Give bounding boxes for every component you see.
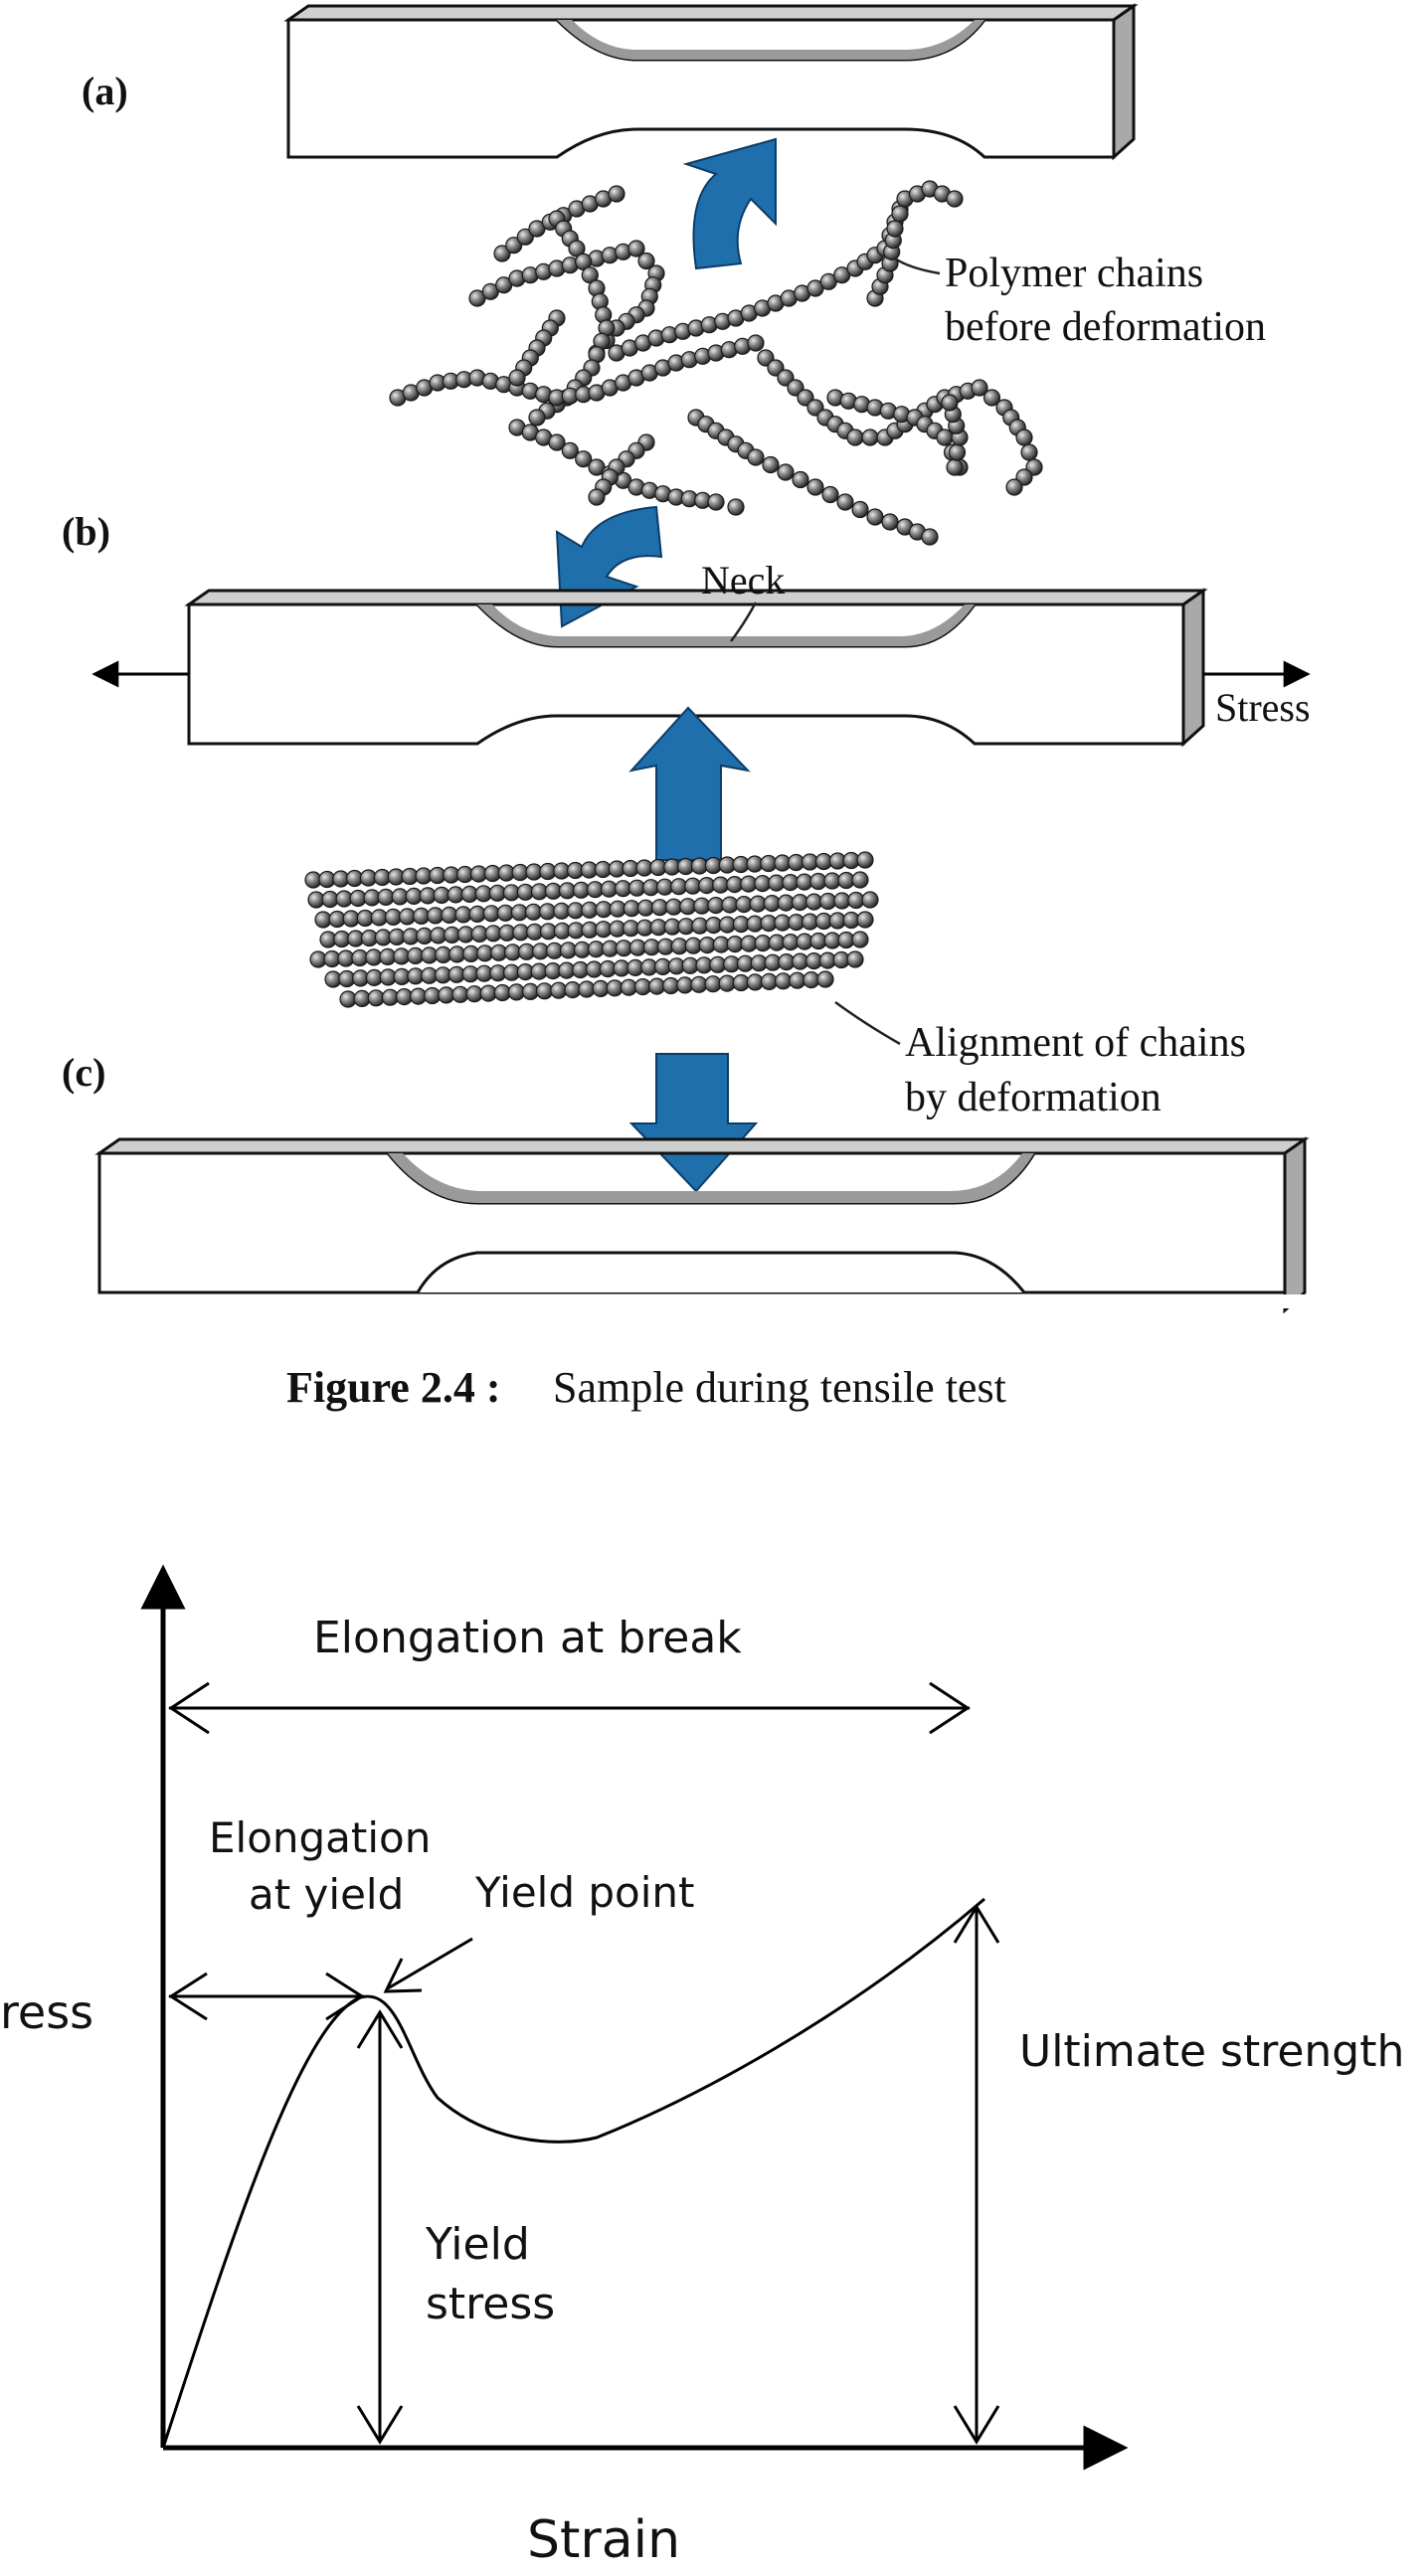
specimen-b — [184, 588, 1208, 748]
label-y-axis: ress — [0, 1985, 93, 2039]
label-yield-stress-1: Yield — [425, 2219, 530, 2270]
chain-bead — [777, 463, 795, 481]
label-ultimate-strength: Ultimate strength — [1019, 2026, 1404, 2077]
chain-bead — [971, 379, 988, 397]
chain-bead — [493, 245, 511, 262]
chain-bead — [846, 950, 864, 968]
aligned-polymer-chains — [304, 851, 879, 1008]
panel-label-b: (b) — [62, 509, 110, 554]
chain-bead — [881, 513, 899, 531]
chain-bead — [774, 972, 793, 990]
chain-bead — [856, 911, 874, 929]
blue-arrow-4 — [628, 1053, 759, 1193]
chain-bead — [747, 334, 765, 352]
label-elongation-yield-1: Elongation — [209, 1813, 431, 1862]
chain-bead — [821, 485, 839, 504]
chain-bead — [806, 478, 824, 496]
chain-bead — [861, 429, 879, 446]
chain-bead — [707, 493, 725, 511]
stress-strain-curve — [161, 1897, 985, 2449]
label-elongation-break: Elongation at break — [313, 1613, 742, 1663]
chain-bead — [561, 441, 579, 459]
chain-bead — [851, 931, 869, 948]
chain-bead — [851, 500, 869, 519]
chain-bead — [528, 409, 546, 427]
label-alignment-2: by deformation — [905, 1075, 1161, 1120]
chain-bead — [535, 982, 554, 1000]
blue-arrow-3 — [628, 706, 751, 861]
chain-bead — [588, 488, 606, 506]
chain-bead — [608, 185, 625, 203]
label-polymer-chains-1: Polymer chains — [945, 251, 1203, 296]
chain-bead — [637, 252, 655, 270]
label-elongation-yield-2: at yield — [249, 1870, 404, 1919]
chain-bead — [1020, 443, 1038, 461]
label-yield-stress-2: stress — [426, 2279, 555, 2329]
label-alignment-1: Alignment of chains — [905, 1020, 1246, 1066]
blue-arrow-1 — [682, 137, 777, 270]
blue-arrow-2 — [555, 505, 663, 628]
chain-bead — [836, 493, 854, 511]
chain-bead — [581, 901, 599, 919]
chain-bead — [575, 450, 593, 468]
chain-bead — [941, 394, 959, 412]
chain-bead — [886, 220, 904, 238]
chain-bead — [508, 369, 526, 387]
chain-bead — [367, 989, 385, 1007]
chain-bead — [792, 470, 809, 489]
specimen-a — [283, 3, 1139, 161]
label-neck: Neck — [701, 558, 785, 602]
chain-bead — [816, 970, 834, 988]
caption-text: Sample during tensile test — [553, 1363, 1006, 1412]
chain-bead — [747, 448, 765, 466]
chain-bead — [606, 979, 624, 997]
chain-bead — [856, 851, 874, 869]
panel-label-a: (a) — [82, 69, 128, 113]
chain-bead — [946, 458, 964, 476]
chain-bead — [866, 508, 884, 526]
chain-bead — [921, 528, 939, 546]
chain-bead — [762, 455, 780, 474]
caption-label: Figure 2.4 : — [286, 1363, 501, 1412]
chain-bead — [936, 429, 954, 446]
chain-bead — [1015, 429, 1033, 446]
chain-bead — [690, 975, 708, 993]
chain-bead — [982, 389, 1001, 407]
chain-bead — [851, 871, 869, 889]
chain-bead — [1005, 478, 1023, 496]
panel-label-c: (c) — [62, 1050, 105, 1095]
chain-bead — [891, 205, 909, 223]
chain-bead — [946, 190, 964, 208]
chain-bead — [516, 228, 534, 246]
chain-bead — [505, 237, 523, 255]
label-stress: Stress — [1215, 685, 1311, 730]
chain-bead — [627, 240, 645, 258]
chain-bead — [861, 891, 879, 909]
specimen-c — [94, 1136, 1310, 1314]
yield-point-pointer — [387, 1937, 473, 1990]
label-yield-point: Yield point — [474, 1868, 694, 1917]
chain-bead — [727, 498, 745, 516]
chain-bead — [548, 433, 566, 451]
label-x-axis: Strain — [527, 2510, 680, 2570]
chain-bead — [451, 985, 469, 1003]
chain-bead — [846, 429, 864, 446]
label-polymer-chains-2: before deformation — [945, 304, 1266, 350]
tangled-polymer-chains — [389, 180, 1043, 546]
chain-bead — [948, 443, 967, 461]
